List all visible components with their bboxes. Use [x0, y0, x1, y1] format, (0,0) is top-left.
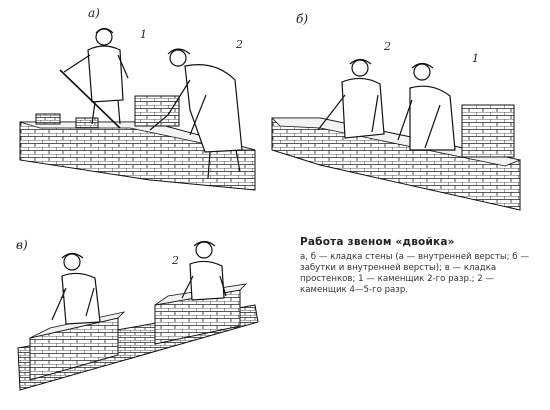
panel-c-scene: [17, 240, 259, 391]
panel-c-worker-2-label: 2: [172, 254, 179, 267]
panel-a-worker-2-label: 2: [236, 38, 243, 51]
panel-b-brick-pallet: [461, 104, 515, 158]
panel-b-worker-2: [317, 58, 385, 139]
caption-text: а, б — кладка стены (а — внутренней верс…: [300, 252, 529, 295]
panel-a-brick-stack: [35, 113, 61, 125]
panel-a-scene: [19, 27, 256, 191]
panel-b-letter: б): [296, 12, 309, 26]
panel-b-scene: [271, 58, 522, 211]
panel-c-worker-2: [181, 240, 227, 301]
panel-c-worker-1-label: 1: [60, 288, 67, 301]
panel-a-worker-1: [59, 27, 129, 129]
panel-c-worker-1: [51, 252, 101, 325]
panel-b-worker-1: [397, 62, 456, 151]
panel-a-letter: а): [88, 6, 100, 20]
panel-a-worker-2: [149, 48, 243, 179]
panel-b-worker-1-label: 1: [472, 52, 479, 65]
panel-b-worker-2-label: 2: [384, 40, 391, 53]
caption-title: Работа звеном «двойка»: [300, 236, 455, 248]
panel-b-wall-top: [271, 117, 522, 167]
panel-c-pier-left-top: [29, 311, 126, 339]
panel-a-brick-stack: [75, 117, 99, 129]
panel-a-brick-pallet: [134, 95, 180, 127]
panel-c-letter: в): [16, 238, 28, 252]
panel-a-worker-1-label: 1: [140, 28, 147, 41]
